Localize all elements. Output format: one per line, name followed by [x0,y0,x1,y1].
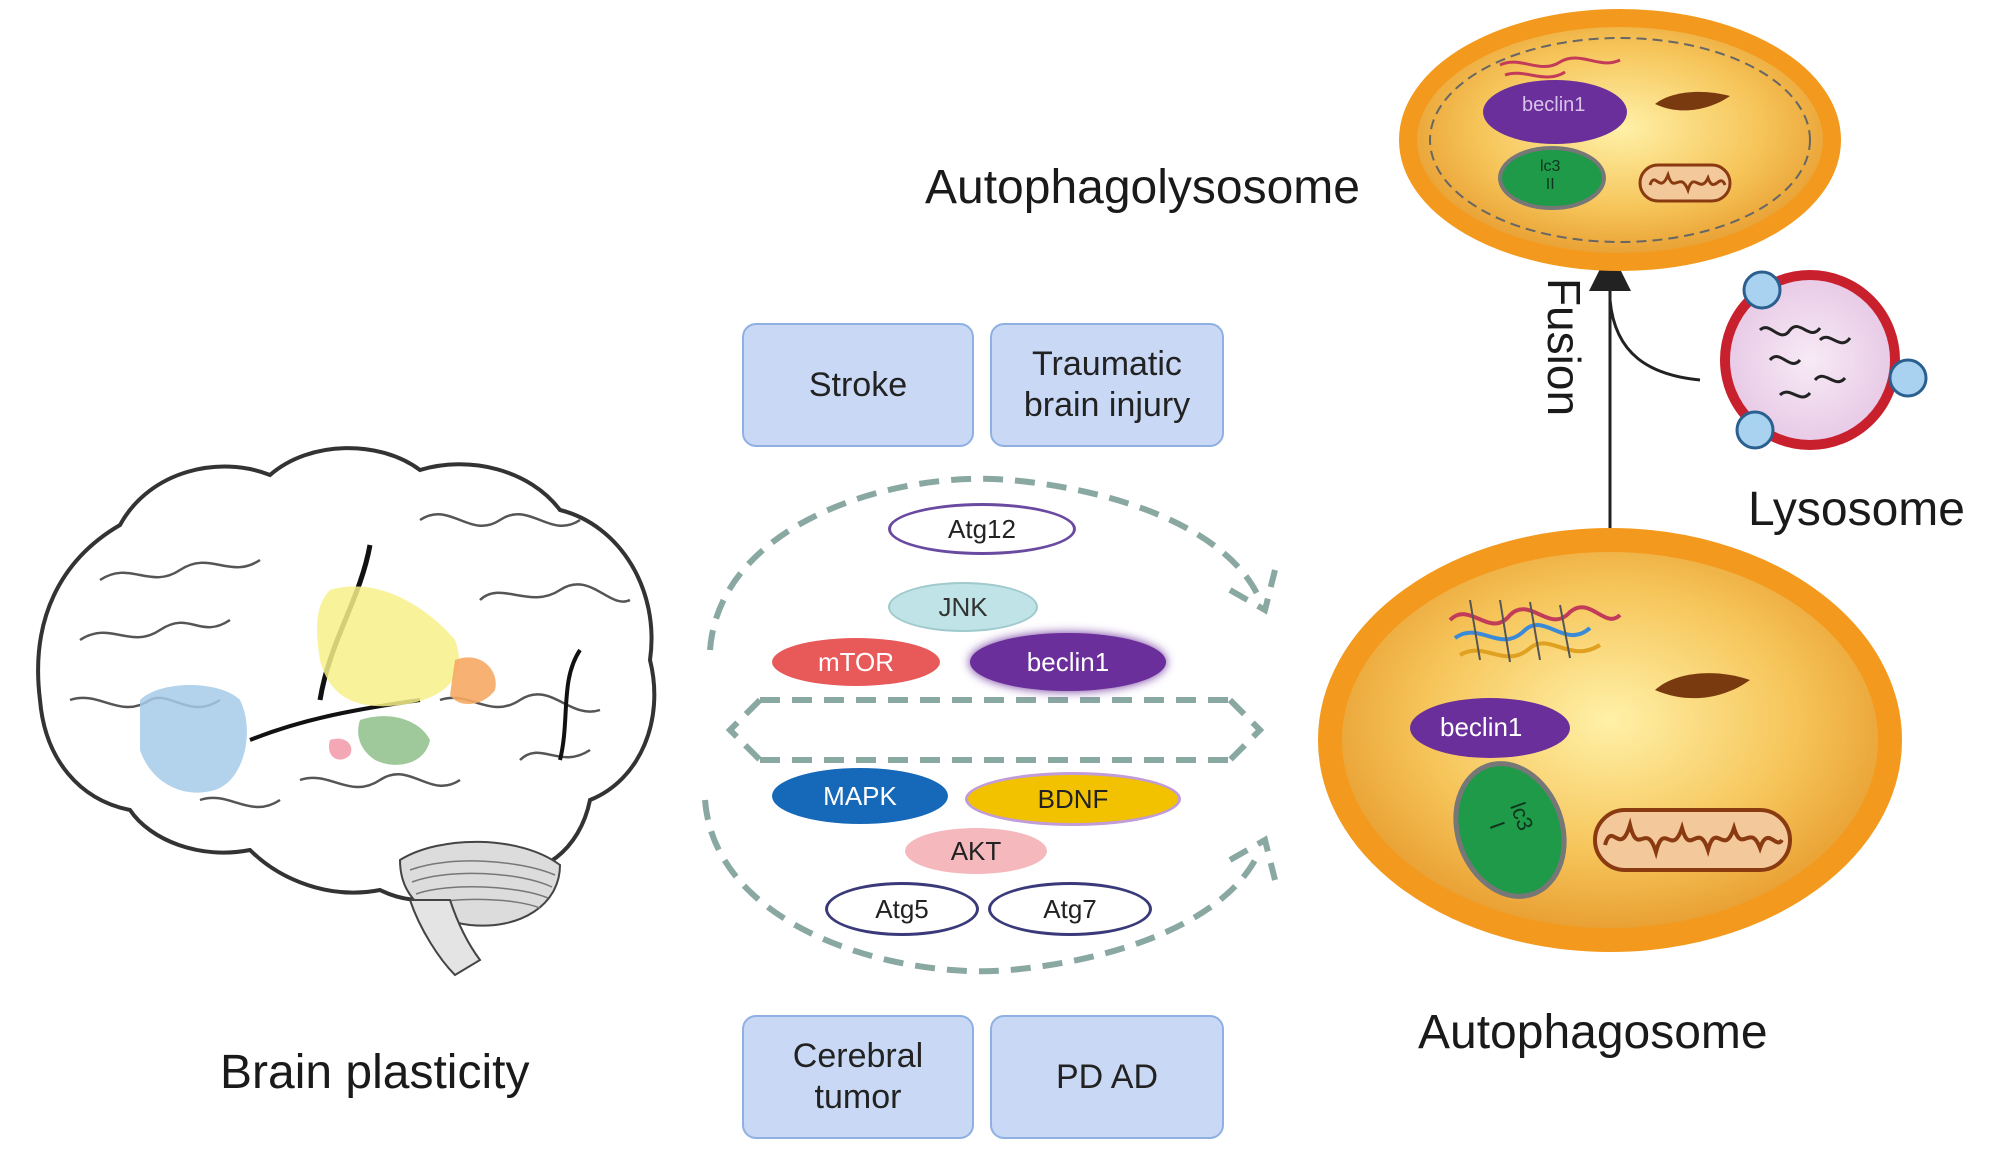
traumatic-brain-injury-box: Traumatic brain injury [990,323,1224,447]
cerebral-tumor-box: Cerebral tumor [742,1015,974,1139]
atg12-pill: Atg12 [888,503,1076,555]
cycle-arrows [702,475,1278,975]
mtor-pill: mTOR [772,638,940,686]
autophagosome-vesicle [1318,528,1902,952]
autophagosome-label: Autophagosome [1418,1006,1768,1059]
atg7-pill: Atg7 [988,882,1152,936]
pd-ad-box: PD AD [990,1015,1224,1139]
lysosome-vesicle [1720,270,1928,450]
beclin1-pill: beclin1 [970,633,1166,691]
lysosome-label: Lysosome [1748,483,1965,536]
stroke-box: Stroke [742,323,974,447]
fusion-label: Fusion [1538,277,1591,417]
brain-illustration [36,446,657,977]
autophagosome-beclin1-label: beclin1 [1440,712,1523,742]
brain-plasticity-label: Brain plasticity [220,1046,530,1099]
akt-pill: AKT [905,828,1047,874]
autophagolysosome-vesicle [1399,9,1841,271]
bdnf-pill: BDNF [965,772,1181,826]
jnk-pill: JNK [888,582,1038,632]
autophagolysosome-beclin-label: beclin1 [1522,94,1586,116]
autophagolysosome-label: Autophagolysosome [925,161,1360,214]
autophagolysosome-lc3-label: lc3 II [1540,158,1561,193]
fusion-arrow [1589,249,1701,530]
atg5-pill: Atg5 [825,882,979,936]
mapk-pill: MAPK [772,768,948,824]
